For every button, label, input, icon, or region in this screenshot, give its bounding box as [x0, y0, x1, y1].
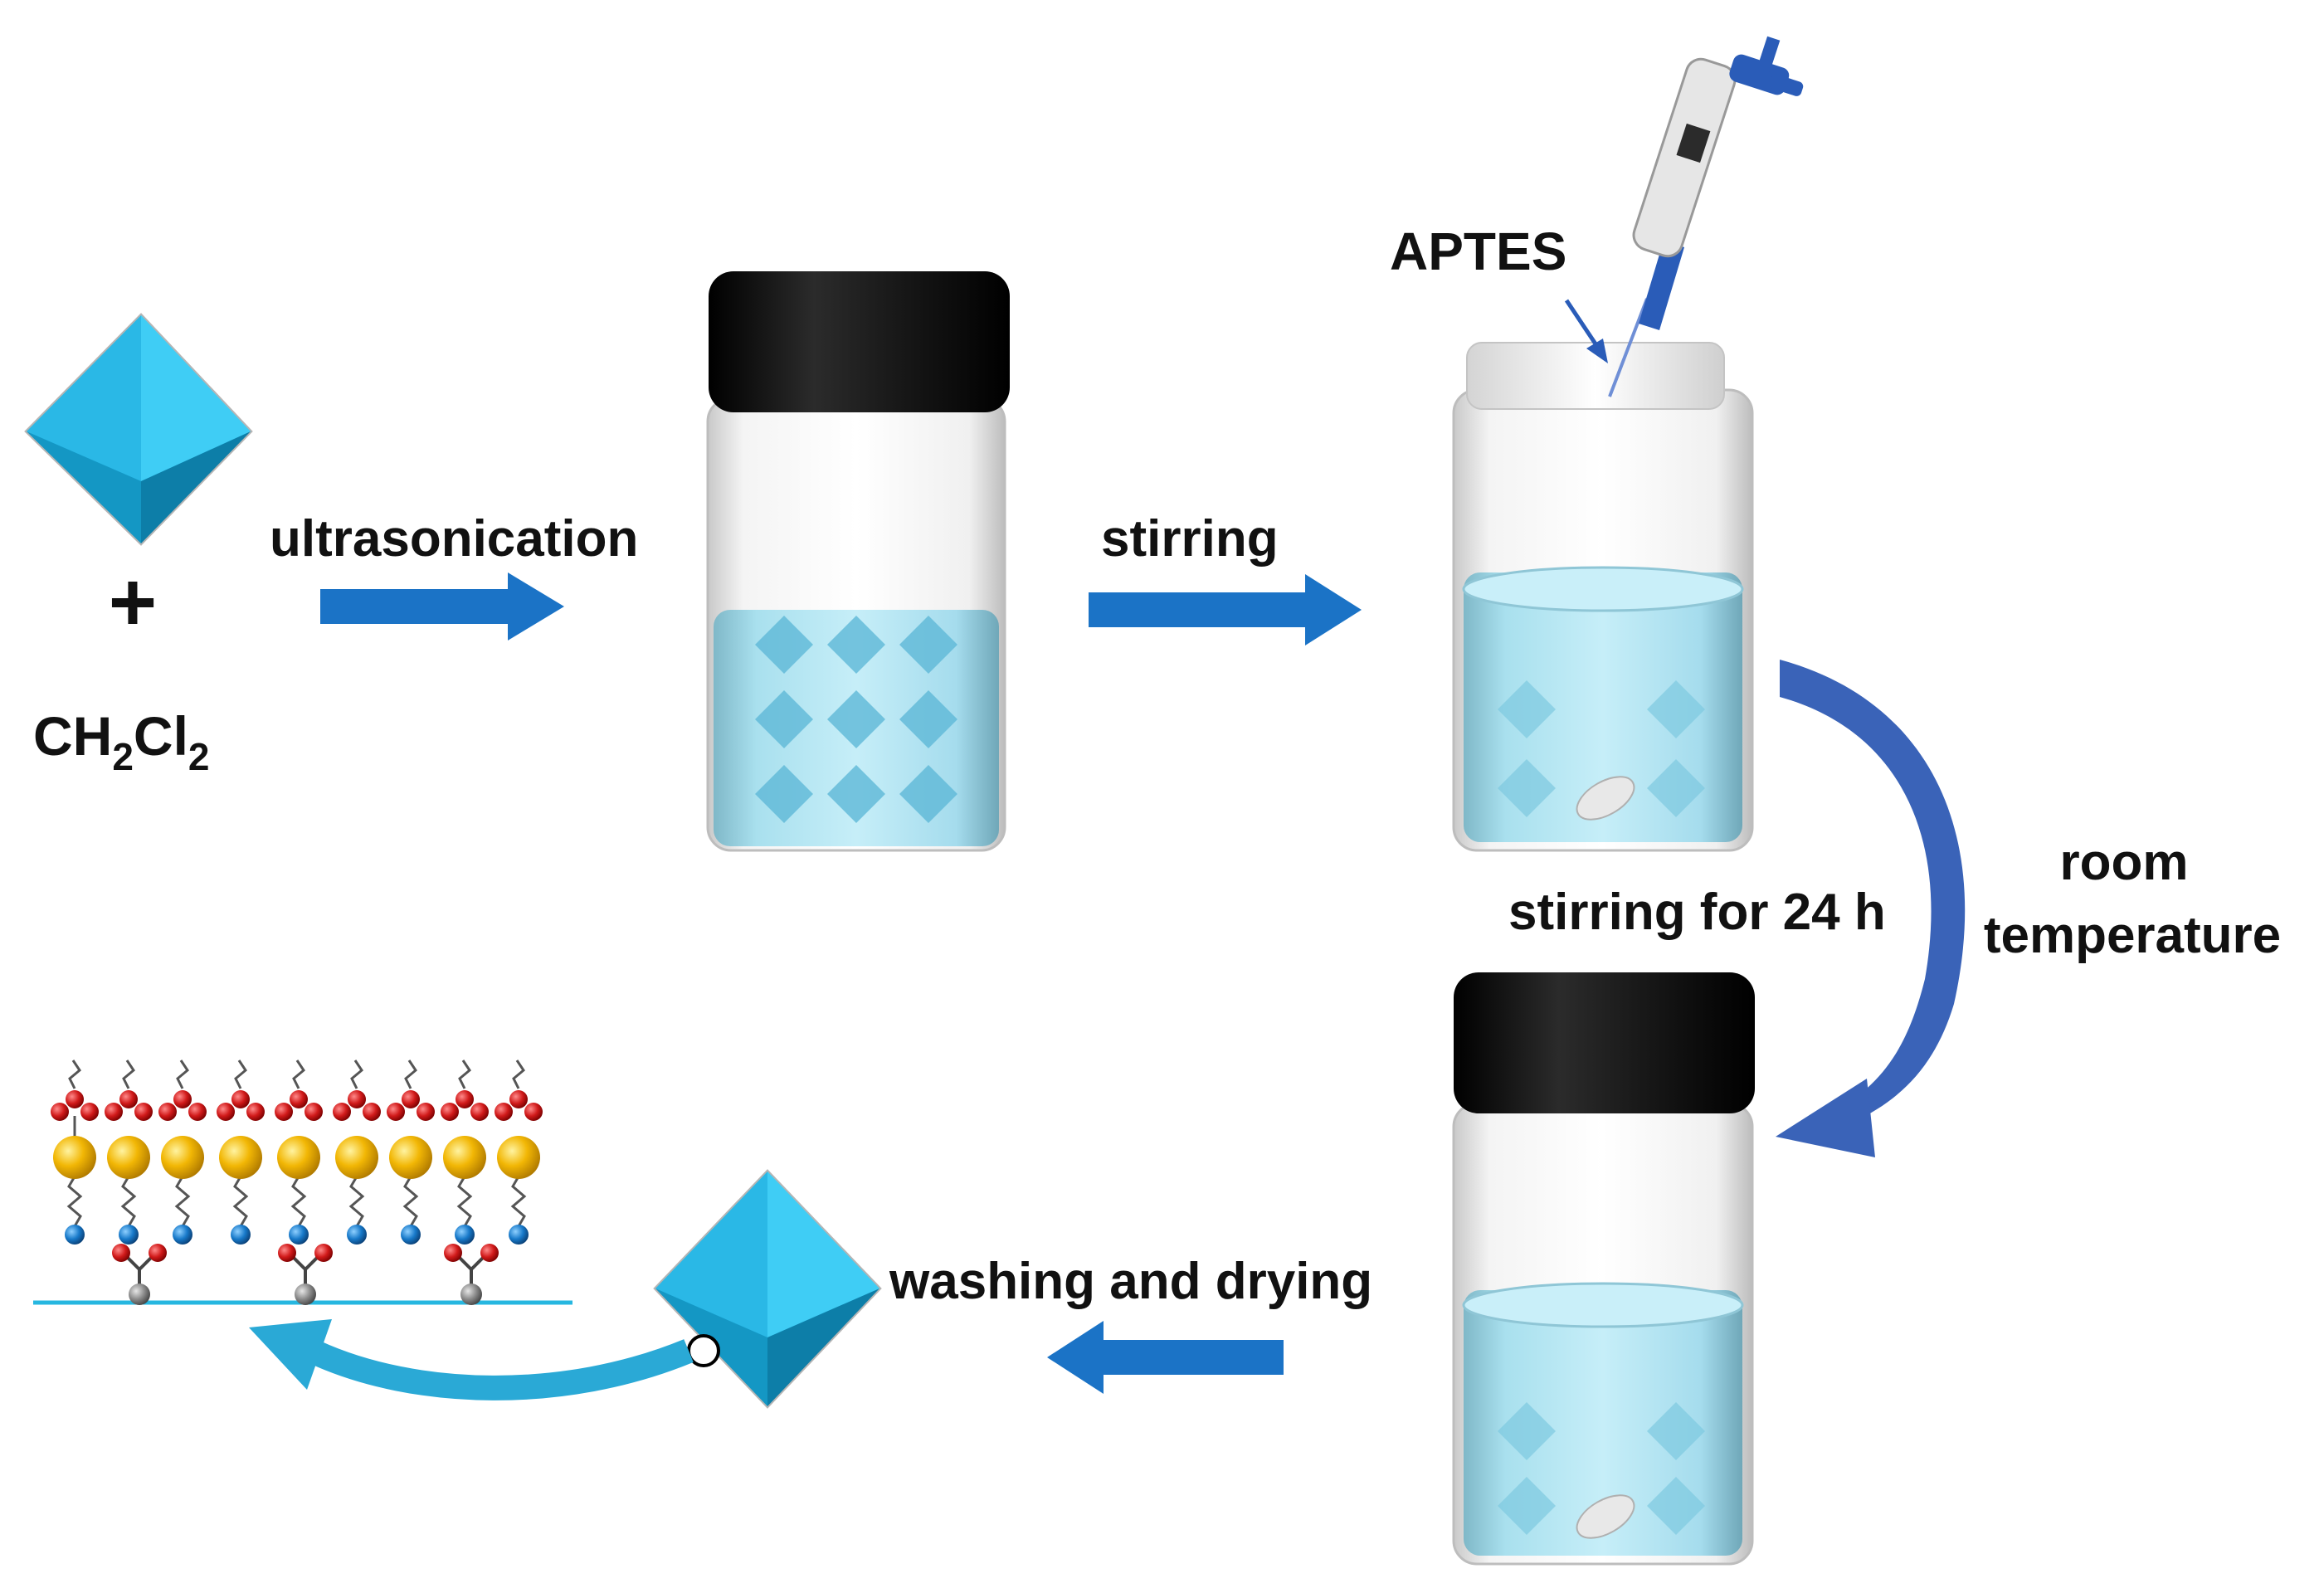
arrow-zoom-to-surface — [249, 1319, 694, 1400]
silane-monolayer — [51, 1059, 543, 1245]
arrow-ultrasonication — [320, 572, 564, 641]
octahedron-functionalized — [653, 1169, 882, 1409]
label-stirring: stirring — [1101, 510, 1279, 567]
arrow-washing-drying — [1047, 1321, 1284, 1394]
silane-unit — [217, 1059, 265, 1245]
crystals-in-solution-2 — [1498, 680, 1705, 817]
octahedron-start — [24, 313, 253, 546]
silane-unit — [275, 1059, 323, 1245]
silane-unit — [158, 1059, 207, 1245]
plus-sign: + — [109, 556, 157, 649]
solvent-formula: CH2Cl2 — [33, 705, 210, 778]
aptes-pointer — [1564, 299, 1608, 363]
vial-ultrasonication — [706, 271, 1010, 852]
pipette-icon — [1608, 36, 1804, 397]
vial-24h — [1452, 972, 1755, 1566]
substrate-carboxylate-groups — [112, 1244, 499, 1305]
label-temperature: temperature — [1984, 907, 2281, 964]
label-aptes: APTES — [1390, 222, 1566, 281]
silane-unit — [333, 1059, 381, 1245]
arrow-stirring — [1089, 574, 1362, 645]
label-ultrasonication: ultrasonication — [270, 510, 638, 567]
crystals-in-solution-3 — [1498, 1402, 1705, 1535]
silane-unit — [105, 1059, 153, 1245]
arrow-curved-stirring-24h — [1776, 660, 1966, 1157]
silane-unit — [51, 1059, 99, 1245]
label-room: room — [2060, 834, 2189, 891]
label-stirring-24h: stirring for 24 h — [1508, 884, 1886, 941]
silane-unit — [387, 1059, 435, 1245]
label-washing-drying: washing and drying — [889, 1253, 1372, 1310]
vial-aptes-addition — [1452, 342, 1754, 852]
zoom-marker — [687, 1334, 720, 1367]
silane-unit — [441, 1059, 489, 1245]
surface-functionalization-illustration — [33, 1059, 572, 1305]
stir-bar-2 — [1576, 1494, 1635, 1539]
crystals-in-solution — [755, 616, 957, 823]
stir-bar — [1576, 776, 1635, 821]
silane-unit — [495, 1059, 543, 1245]
